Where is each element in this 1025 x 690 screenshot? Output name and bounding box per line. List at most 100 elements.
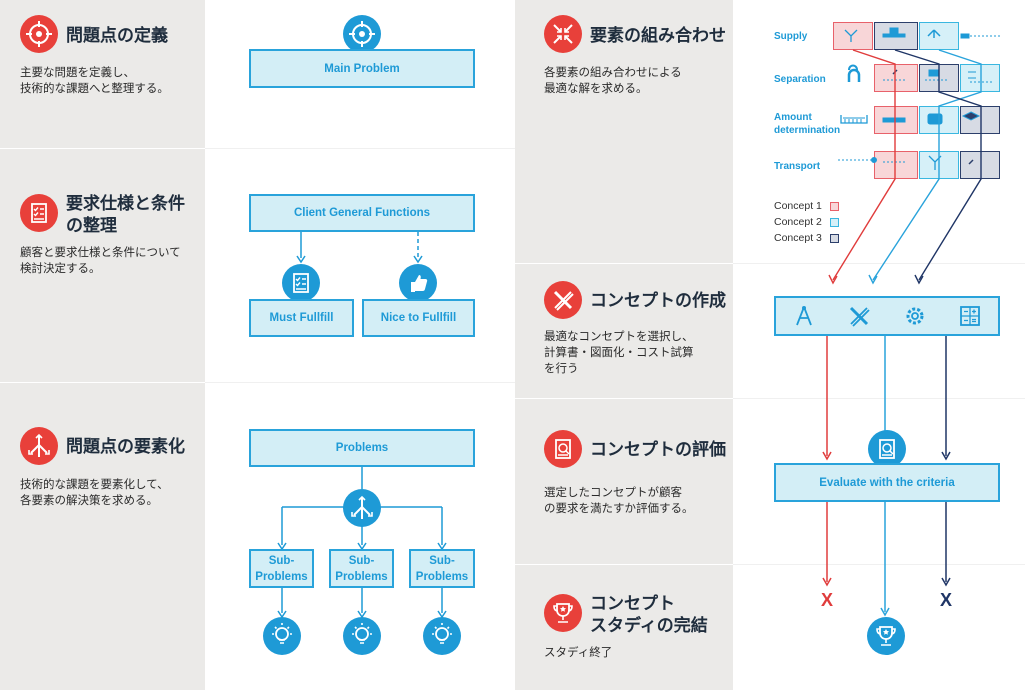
label-line: determination bbox=[774, 125, 841, 136]
trophy-icon bbox=[867, 617, 905, 655]
step-title-requirements: 要求仕様と条件 の整理 bbox=[66, 193, 185, 237]
step-desc-create: 最適なコンセプトを選択し、 計算書・図面化・コスト試算 を行う bbox=[544, 328, 694, 376]
right-step-column bbox=[515, 0, 733, 690]
pencil-ruler-icon bbox=[850, 306, 870, 327]
desc-line: を行う bbox=[544, 361, 579, 375]
desc-line: 技術的な課題へと整理する。 bbox=[20, 81, 169, 95]
step-desc-evaluate: 選定したコンセプトが顧客 の要求を満たすか評価する。 bbox=[544, 484, 694, 516]
split-arrows-icon bbox=[343, 489, 381, 527]
matrix-row-label-supply: Supply bbox=[774, 30, 807, 43]
sub-problem-box: Sub- Problems bbox=[329, 549, 394, 588]
matrix-cell bbox=[960, 64, 1000, 92]
step-desc-requirements: 顧客と要求仕様と条件について 検討決定する。 bbox=[20, 244, 181, 276]
matrix-cell bbox=[960, 106, 1000, 134]
matrix-cell bbox=[874, 151, 918, 179]
calculator-icon bbox=[960, 306, 981, 326]
evaluation-sheet-icon bbox=[544, 430, 582, 468]
step-title-combine: 要素の組み合わせ bbox=[590, 26, 726, 46]
legend-concept-3: Concept 3 bbox=[774, 232, 822, 244]
desc-line: 顧客と要求仕様と条件について bbox=[20, 245, 181, 259]
concept-tools-box bbox=[774, 296, 1000, 336]
converge-arrows-icon bbox=[544, 15, 582, 53]
must-fulfill-box: Must Fullfill bbox=[249, 299, 354, 337]
desc-line: スタディ終了 bbox=[544, 645, 613, 659]
lightbulb-icon bbox=[343, 617, 381, 655]
matrix-row-label-amount: Amount determination bbox=[774, 111, 840, 137]
legend-concept-1: Concept 1 bbox=[774, 200, 822, 212]
reject-mark-concept-1: X bbox=[821, 590, 834, 610]
step-desc-elements: 技術的な課題を要素化して、 各要素の解決策を求める。 bbox=[20, 476, 169, 508]
main-problem-box: Main Problem bbox=[249, 49, 475, 88]
divider bbox=[205, 382, 515, 383]
step-title-elements: 問題点の要素化 bbox=[66, 437, 185, 457]
label-line: Transport bbox=[774, 161, 821, 172]
title-line: スタディの完結 bbox=[590, 616, 708, 636]
desc-line: 計算書・図面化・コスト試算 bbox=[544, 345, 694, 359]
split-arrows-icon bbox=[20, 427, 58, 465]
matrix-row-label-separation: Separation bbox=[774, 73, 826, 86]
divider bbox=[733, 263, 1025, 264]
target-icon bbox=[20, 15, 58, 53]
desc-line: 最適なコンセプトを選択し、 bbox=[544, 329, 694, 343]
problems-box: Problems bbox=[249, 429, 475, 467]
requirements-connectors bbox=[296, 232, 423, 264]
box-line: Sub- bbox=[348, 554, 375, 567]
pencil-ruler-icon bbox=[544, 281, 582, 319]
compass-icon bbox=[795, 306, 812, 326]
thumbs-up-icon bbox=[399, 264, 437, 302]
divider bbox=[515, 263, 733, 264]
checklist-icon bbox=[20, 194, 58, 232]
box-line: Sub- bbox=[429, 554, 455, 567]
left-step-column bbox=[0, 0, 205, 690]
step-desc-combine: 各要素の組み合わせによる 最適な解を求める。 bbox=[544, 64, 682, 96]
divider bbox=[205, 148, 515, 149]
magnet-icon bbox=[847, 68, 861, 82]
divider bbox=[733, 564, 1025, 565]
title-line: コンセプト bbox=[590, 594, 675, 614]
box-line: Problems bbox=[415, 570, 469, 583]
checklist-icon bbox=[282, 264, 320, 302]
matrix-concept-paths bbox=[828, 27, 1000, 285]
legend-concept-2: Concept 2 bbox=[774, 216, 822, 228]
matrix-cell bbox=[833, 22, 873, 50]
step-title-evaluate: コンセプトの評価 bbox=[590, 440, 726, 460]
box-line: Problems bbox=[335, 570, 388, 583]
desc-line: の要求を満たすか評価する。 bbox=[544, 501, 694, 515]
matrix-cell bbox=[960, 151, 1000, 179]
client-functions-box: Client General Functions bbox=[249, 194, 475, 232]
divider bbox=[0, 382, 205, 383]
sub-problem-box: Sub- Problems bbox=[249, 549, 314, 588]
desc-line: 検討決定する。 bbox=[20, 261, 101, 275]
label-line: Supply bbox=[774, 31, 808, 42]
desc-line: 主要な問題を定義し、 bbox=[20, 65, 135, 79]
lightbulb-icon bbox=[423, 617, 461, 655]
evaluation-sheet-icon bbox=[868, 430, 906, 468]
step-title-create: コンセプトの作成 bbox=[590, 291, 726, 311]
lightbulb-icon bbox=[263, 617, 301, 655]
divider bbox=[733, 398, 1025, 399]
legend-swatch-concept-1 bbox=[830, 202, 839, 211]
box-line: Problems bbox=[255, 570, 308, 583]
matrix-row-label-transport: Transport bbox=[774, 160, 820, 173]
ruler-icon bbox=[840, 115, 868, 124]
reject-mark-concept-3: X bbox=[940, 590, 953, 610]
step-desc-complete: スタディ終了 bbox=[544, 644, 612, 660]
box-line: Sub- bbox=[268, 554, 295, 567]
divider bbox=[515, 398, 733, 399]
label-line: Amount bbox=[774, 112, 812, 123]
title-line: の整理 bbox=[66, 216, 117, 236]
divider bbox=[0, 148, 205, 149]
evaluate-criteria-box: Evaluate with the criteria bbox=[774, 463, 1000, 502]
label-line: Separation bbox=[774, 74, 826, 85]
divider bbox=[515, 564, 733, 565]
concept-flow-lines bbox=[822, 336, 951, 617]
legend-swatch-concept-2 bbox=[830, 218, 839, 227]
trophy-icon bbox=[544, 594, 582, 632]
target-icon bbox=[343, 15, 381, 53]
sub-problem-box: Sub- Problems bbox=[409, 549, 475, 588]
desc-line: 技術的な課題を要素化して、 bbox=[20, 477, 169, 491]
matrix-cell bbox=[874, 64, 918, 92]
step-desc-define: 主要な問題を定義し、 技術的な課題へと整理する。 bbox=[20, 64, 169, 96]
desc-line: 最適な解を求める。 bbox=[544, 81, 648, 95]
nice-to-fulfill-box: Nice to Fullfill bbox=[362, 299, 475, 337]
